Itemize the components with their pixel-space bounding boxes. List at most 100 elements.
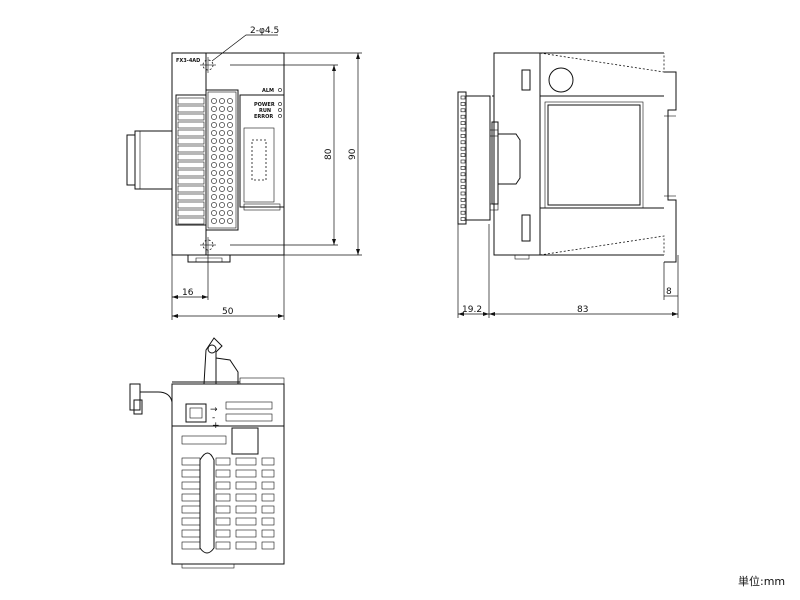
vent-slot (181, 517, 201, 526)
terminal-tooth (460, 172, 466, 177)
terminal-screw (211, 146, 217, 152)
dim-label-80: 80 (324, 148, 334, 160)
vent-slot (215, 457, 231, 466)
terminal-screw (227, 162, 233, 168)
hole-leader-line (211, 34, 278, 62)
terminal-screw (227, 130, 233, 136)
terminal-tooth (460, 185, 466, 189)
vent-slot (215, 469, 231, 478)
terminal-label-box (177, 137, 205, 145)
terminal-screw (219, 98, 225, 104)
terminal-screw (227, 210, 233, 216)
side-view: 19.2 83 8 (457, 52, 679, 318)
vent-slot (181, 505, 201, 514)
terminal-screw (227, 202, 233, 208)
terminal-block (175, 89, 239, 231)
vent-slot (215, 505, 231, 514)
terminal-screw (211, 170, 217, 176)
side-round-window (548, 67, 574, 93)
terminal-screw (211, 114, 217, 120)
top-oval-window (199, 452, 215, 554)
terminal-screw (227, 146, 233, 152)
terminal-tooth (460, 134, 466, 138)
terminal-screw (227, 122, 233, 128)
top-vent-slots (181, 401, 275, 550)
vent-slot (235, 481, 257, 490)
unit-label: 単位:mm (738, 574, 785, 588)
terminal-rows (177, 97, 233, 225)
terminal-label-box (177, 97, 205, 105)
led-panel: ALM POWER RUN ERROR (239, 88, 285, 211)
terminal-screw (211, 194, 217, 200)
terminal-screw (211, 210, 217, 216)
run-led-label: RUN (259, 108, 271, 114)
terminal-screw (211, 178, 217, 184)
vent-slot (181, 469, 201, 478)
terminal-screw (219, 202, 225, 208)
vent-slot (215, 529, 231, 538)
terminal-screw (227, 154, 233, 160)
top-view: → - + (129, 337, 285, 569)
terminal-screw (227, 98, 233, 104)
terminal-label-box (177, 161, 205, 169)
terminal-screw (219, 154, 225, 160)
terminal-screw (211, 186, 217, 192)
terminal-screw (227, 138, 233, 144)
terminal-screw (211, 138, 217, 144)
terminal-label-box (177, 105, 205, 113)
terminal-tooth (460, 114, 466, 119)
dim-label-83: 83 (577, 305, 588, 315)
vent-slot (215, 541, 231, 550)
terminal-screw (227, 186, 233, 192)
vent-slot (261, 457, 275, 466)
terminal-screw (211, 154, 217, 160)
terminal-label-box (177, 129, 205, 137)
side-label-window (547, 104, 641, 206)
vent-slot (235, 505, 257, 514)
vent-slot (225, 401, 273, 410)
terminal-screw (211, 122, 217, 128)
vent-slot (261, 493, 275, 502)
terminal-label-box (177, 217, 205, 225)
front-view: FX3-4AD 2-φ4.5 ALM (126, 26, 362, 320)
side-terminal-teeth (460, 95, 466, 221)
terminal-screw (219, 170, 225, 176)
hole-note-label: 2-φ4.5 (250, 26, 279, 36)
terminal-screw (219, 194, 225, 200)
vent-slot (215, 481, 231, 490)
vent-slot (181, 529, 201, 538)
terminal-tooth (460, 121, 466, 125)
terminal-label-box (177, 121, 205, 129)
vent-slot (235, 493, 257, 502)
terminal-screw (227, 170, 233, 176)
terminal-label-box (177, 177, 205, 185)
vent-slot (261, 505, 275, 514)
vent-slot (261, 541, 275, 550)
vent-slot (181, 481, 201, 490)
terminal-screw (227, 218, 233, 224)
terminal-tooth (460, 166, 466, 170)
terminal-label-box (177, 153, 205, 161)
vent-slot (181, 541, 201, 550)
terminal-screw (227, 194, 233, 200)
terminal-screw (219, 186, 225, 192)
vent-slot (261, 517, 275, 526)
terminal-tooth (460, 127, 466, 132)
terminal-label-box (177, 113, 205, 121)
terminal-screw (227, 106, 233, 112)
vent-slot (261, 529, 275, 538)
top-power-connector (185, 403, 207, 423)
terminal-screw (227, 178, 233, 184)
vent-slot (261, 481, 275, 490)
terminal-tooth (460, 146, 466, 151)
terminal-tooth (460, 210, 466, 215)
vent-slot (181, 493, 201, 502)
terminal-screw (211, 98, 217, 104)
front-foot (187, 255, 231, 263)
terminal-screw (211, 218, 217, 224)
terminal-screw (219, 138, 225, 144)
top-cover-hinge (203, 337, 223, 385)
terminal-tooth (460, 198, 466, 202)
power-led-label: POWER (254, 102, 275, 108)
